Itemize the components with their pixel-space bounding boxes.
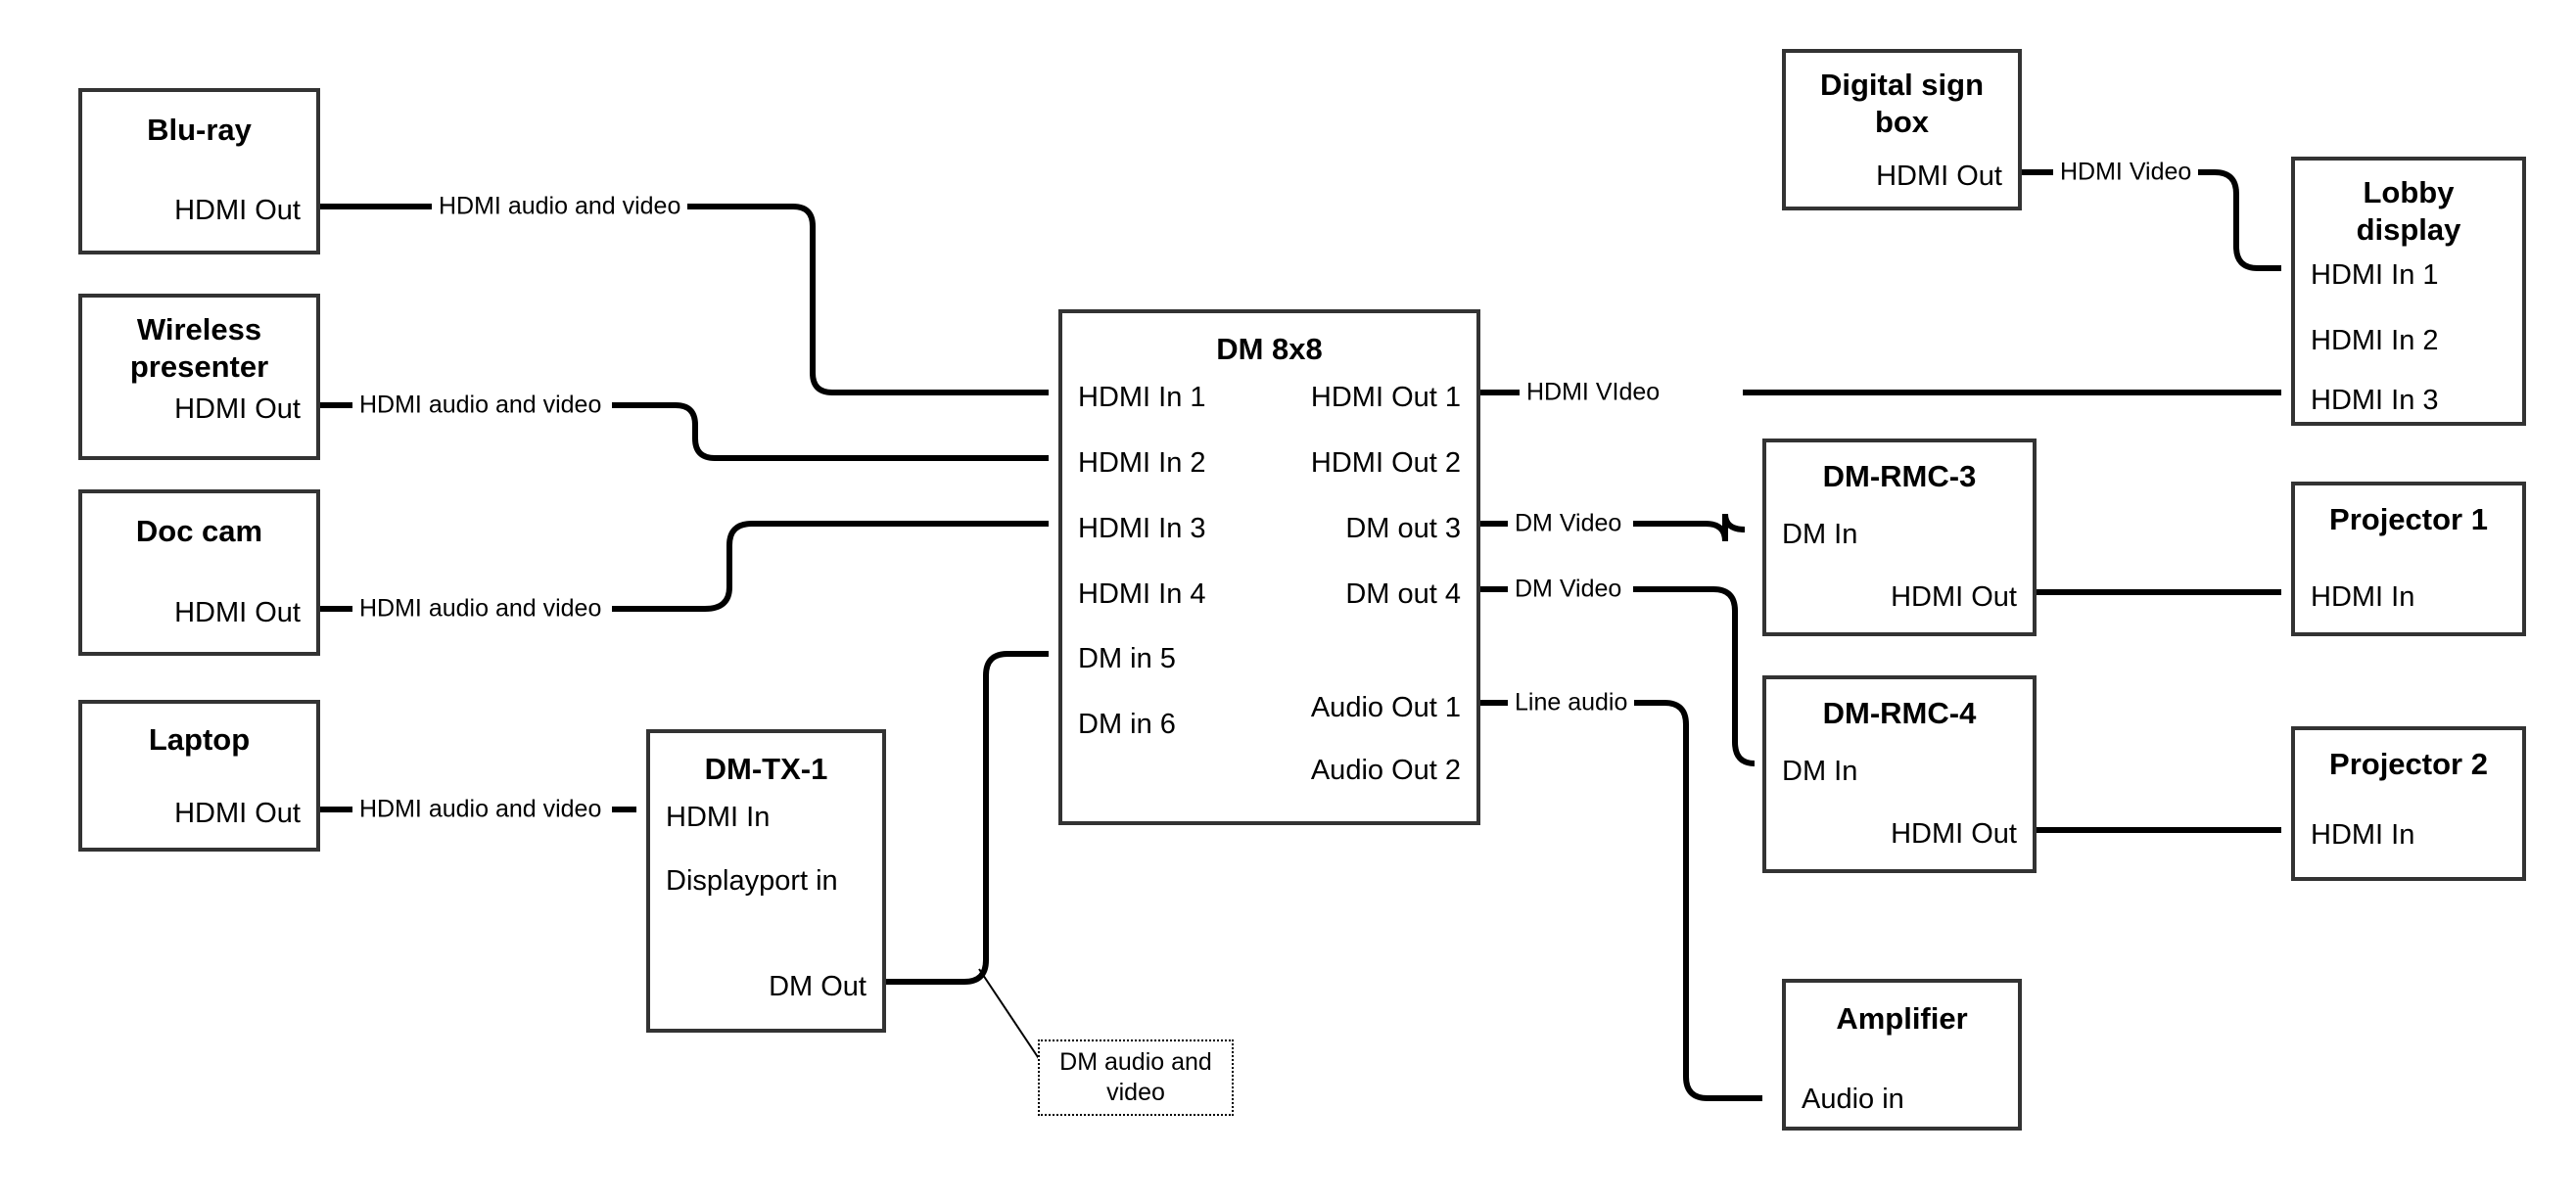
node-laptop[interactable]: Laptop HDMI Out bbox=[78, 700, 320, 852]
node-dm-tx-1-port-hdmi-in: HDMI In bbox=[666, 802, 771, 833]
node-dm-8x8-port-hdmi-in-1: HDMI In 1 bbox=[1078, 382, 1206, 413]
edge-label-bluray-out: HDMI audio and video bbox=[432, 194, 688, 219]
node-dm-8x8-port-dm-in-6: DM in 6 bbox=[1078, 709, 1176, 740]
node-dm-8x8-port-audio-out-2: Audio Out 2 bbox=[1310, 755, 1461, 786]
node-dm-rmc-4-port-hdmi-out: HDMI Out bbox=[1891, 818, 2017, 850]
node-wireless-presenter[interactable]: Wireless presenter HDMI Out bbox=[78, 294, 320, 460]
node-amplifier[interactable]: Amplifier Audio in bbox=[1782, 979, 2022, 1131]
callout-dm-audio-video: DM audio and video bbox=[1038, 1039, 1234, 1116]
node-dm-8x8-port-hdmi-in-3: HDMI In 3 bbox=[1078, 513, 1206, 544]
wire-dm8x8-to-amplifier bbox=[1480, 700, 1762, 1098]
node-amplifier-title: Amplifier bbox=[1836, 1001, 1968, 1036]
node-doc-cam[interactable]: Doc cam HDMI Out bbox=[78, 489, 320, 656]
node-dm-rmc-3-port-dm-in: DM In bbox=[1782, 519, 1858, 550]
node-laptop-title: Laptop bbox=[148, 722, 251, 757]
node-projector-1-port-hdmi-in: HDMI In bbox=[2311, 581, 2415, 613]
node-dm-8x8-port-dm-out-3: DM out 3 bbox=[1345, 513, 1461, 544]
node-dm-rmc-3-port-hdmi-out: HDMI Out bbox=[1891, 581, 2017, 613]
node-wireless-presenter-title: Wireless presenter bbox=[129, 312, 269, 384]
edge-label-laptop-out: HDMI audio and video bbox=[352, 797, 609, 822]
node-lobby-display[interactable]: Lobby display HDMI In 1 HDMI In 2 HDMI I… bbox=[2291, 157, 2526, 426]
node-lobby-display-port-hdmi-in-3: HDMI In 3 bbox=[2311, 385, 2439, 416]
node-lobby-display-port-hdmi-in-1: HDMI In 1 bbox=[2311, 259, 2439, 291]
edge-label-doccam-out: HDMI audio and video bbox=[352, 596, 609, 622]
node-dm-8x8-port-hdmi-out-1: HDMI Out 1 bbox=[1310, 382, 1461, 413]
node-digital-sign-box-port-hdmi-out: HDMI Out bbox=[1876, 161, 2002, 192]
node-dm-rmc-4-title: DM-RMC-4 bbox=[1822, 696, 1977, 730]
node-dm-tx-1-title: DM-TX-1 bbox=[704, 752, 828, 786]
wire-signbox-to-lobby-hdmi1 bbox=[2022, 169, 2281, 268]
node-projector-2[interactable]: Projector 2 HDMI In bbox=[2291, 726, 2526, 881]
node-bluray-port-hdmi-out: HDMI Out bbox=[174, 195, 301, 226]
node-lobby-display-port-hdmi-in-2: HDMI In 2 bbox=[2311, 325, 2439, 356]
node-projector-2-title: Projector 2 bbox=[2329, 747, 2488, 781]
wire-dmtx1-to-dm8x8 bbox=[886, 651, 1049, 985]
callout-leader-line bbox=[978, 968, 1041, 1061]
node-dm-rmc-3[interactable]: DM-RMC-3 DM In HDMI Out bbox=[1762, 439, 2037, 636]
edge-label-hdmi-out-1: HDMI VIdeo bbox=[1520, 380, 1667, 405]
edge-label-signbox-out: HDMI Video bbox=[2053, 160, 2199, 185]
node-projector-2-port-hdmi-in: HDMI In bbox=[2311, 819, 2415, 851]
node-dm-rmc-4[interactable]: DM-RMC-4 DM In HDMI Out bbox=[1762, 675, 2037, 873]
wire-dm8x8-to-rmc4 bbox=[1480, 586, 1755, 763]
node-dm-8x8-port-hdmi-in-2: HDMI In 2 bbox=[1078, 447, 1206, 479]
node-dm-tx-1[interactable]: DM-TX-1 HDMI In Displayport in DM Out bbox=[646, 729, 886, 1033]
node-amplifier-port-audio-in: Audio in bbox=[1802, 1084, 1904, 1115]
node-dm-8x8-title: DM 8x8 bbox=[1216, 332, 1323, 366]
edge-label-audio-out-1: Line audio bbox=[1508, 690, 1635, 716]
node-bluray-title: Blu-ray bbox=[147, 113, 252, 147]
node-doc-cam-title: Doc cam bbox=[135, 514, 263, 548]
edge-label-dm-out-3: DM Video bbox=[1508, 511, 1629, 536]
node-doc-cam-port-hdmi-out: HDMI Out bbox=[174, 597, 301, 628]
node-dm-8x8[interactable]: DM 8x8 HDMI In 1 HDMI In 2 HDMI In 3 HDM… bbox=[1058, 309, 1480, 825]
node-dm-8x8-port-hdmi-out-2: HDMI Out 2 bbox=[1310, 447, 1461, 479]
node-laptop-port-hdmi-out: HDMI Out bbox=[174, 798, 301, 829]
edge-label-dm-out-4: DM Video bbox=[1508, 577, 1629, 602]
edge-label-wireless-out: HDMI audio and video bbox=[352, 393, 609, 418]
node-dm-rmc-3-title: DM-RMC-3 bbox=[1822, 459, 1977, 493]
node-dm-8x8-port-dm-out-4: DM out 4 bbox=[1345, 578, 1461, 610]
node-dm-rmc-4-port-dm-in: DM In bbox=[1782, 756, 1858, 787]
node-projector-1-title: Projector 1 bbox=[2329, 502, 2488, 536]
wire-bluray-to-dm8x8 bbox=[320, 204, 1049, 393]
node-digital-sign-box-title: Digital sign box bbox=[1819, 68, 1985, 139]
node-wireless-presenter-port-hdmi-out: HDMI Out bbox=[174, 393, 301, 425]
node-dm-8x8-port-dm-in-5: DM in 5 bbox=[1078, 643, 1176, 674]
node-dm-8x8-port-audio-out-1: Audio Out 1 bbox=[1310, 692, 1461, 723]
node-digital-sign-box[interactable]: Digital sign box HDMI Out bbox=[1782, 49, 2022, 210]
node-bluray[interactable]: Blu-ray HDMI Out bbox=[78, 88, 320, 254]
node-projector-1[interactable]: Projector 1 HDMI In bbox=[2291, 482, 2526, 636]
node-dm-8x8-port-hdmi-in-4: HDMI In 4 bbox=[1078, 578, 1206, 610]
node-dm-tx-1-port-dm-out: DM Out bbox=[769, 971, 866, 1002]
node-dm-tx-1-port-displayport-in: Displayport in bbox=[666, 865, 838, 897]
node-lobby-display-title: Lobby display bbox=[2356, 175, 2461, 247]
